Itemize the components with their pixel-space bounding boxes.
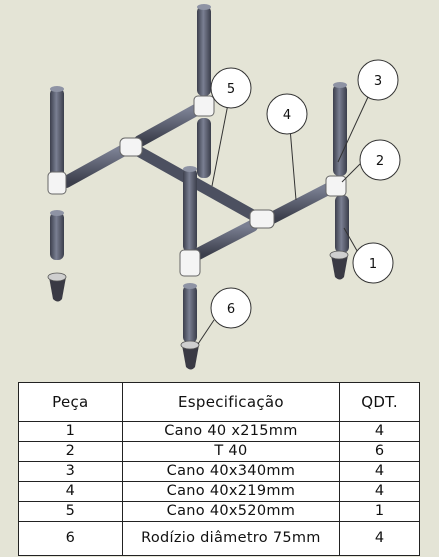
table-row: 4 Cano 40x219mm 4 <box>18 481 420 502</box>
pipe-post-middle <box>197 4 211 178</box>
svg-text:4: 4 <box>283 108 291 123</box>
callout-6: 6 <box>210 287 252 329</box>
table-row: 2 T 40 6 <box>18 441 420 462</box>
callout-5: 5 <box>210 67 252 109</box>
cell-qty: 4 <box>339 421 420 442</box>
pipe-long-horizontal <box>134 146 264 224</box>
table-row: 6 Rodízio diâmetro 75mm 4 <box>18 521 420 556</box>
pipe-diagonal-right <box>266 182 336 224</box>
header-especificacao: Especificação <box>121 382 341 422</box>
pipe-post-left-back <box>50 86 64 260</box>
cell-spec: Cano 40x340mm <box>121 461 341 482</box>
pipe-post-front <box>183 166 197 343</box>
svg-text:2: 2 <box>376 154 384 169</box>
svg-text:3: 3 <box>374 74 382 89</box>
pipe-diagonal-front <box>192 220 258 260</box>
cell-peca: 2 <box>18 441 123 462</box>
svg-text:5: 5 <box>227 82 235 97</box>
cell-qty: 4 <box>339 521 420 556</box>
cell-peca: 3 <box>18 461 123 482</box>
table-row: 1 Cano 40 x215mm 4 <box>18 421 420 442</box>
cell-peca: 1 <box>18 421 123 442</box>
svg-text:6: 6 <box>227 302 235 317</box>
caster-wheel <box>47 250 349 370</box>
table-header-row: Peça Especificação QDT. <box>18 382 420 422</box>
header-qdt: QDT. <box>339 382 420 422</box>
svg-text:1: 1 <box>369 257 377 272</box>
t-fitting <box>47 95 347 277</box>
cell-spec: Rodízio diâmetro 75mm <box>121 521 341 556</box>
assembly-drawing: 1 2 3 4 5 6 <box>47 4 401 370</box>
callout-1: 1 <box>352 242 394 284</box>
parts-list-table: Peça Especificação QDT. 1 Cano 40 x215mm… <box>18 382 420 556</box>
cell-peca: 6 <box>18 521 123 556</box>
cell-spec: Cano 40x520mm <box>121 501 341 522</box>
pipe-post-right-back <box>333 82 349 253</box>
cell-qty: 6 <box>339 441 420 462</box>
cell-peca: 5 <box>18 501 123 522</box>
cell-qty: 4 <box>339 481 420 502</box>
table-row: 5 Cano 40x520mm 1 <box>18 501 420 522</box>
cell-peca: 4 <box>18 481 123 502</box>
callout-3: 3 <box>357 59 399 101</box>
cell-spec: Cano 40 x215mm <box>121 421 341 442</box>
callout-4: 4 <box>266 93 308 135</box>
cell-qty: 4 <box>339 461 420 482</box>
table-row: 3 Cano 40x340mm 4 <box>18 461 420 482</box>
cell-spec: Cano 40x219mm <box>121 481 341 502</box>
pipe-diagonal-top <box>134 104 202 147</box>
cell-qty: 1 <box>339 501 420 522</box>
callout-2: 2 <box>359 139 401 181</box>
cell-spec: T 40 <box>121 441 341 462</box>
header-peca: Peça <box>18 382 123 422</box>
pipe-diagonal-left <box>60 144 130 188</box>
